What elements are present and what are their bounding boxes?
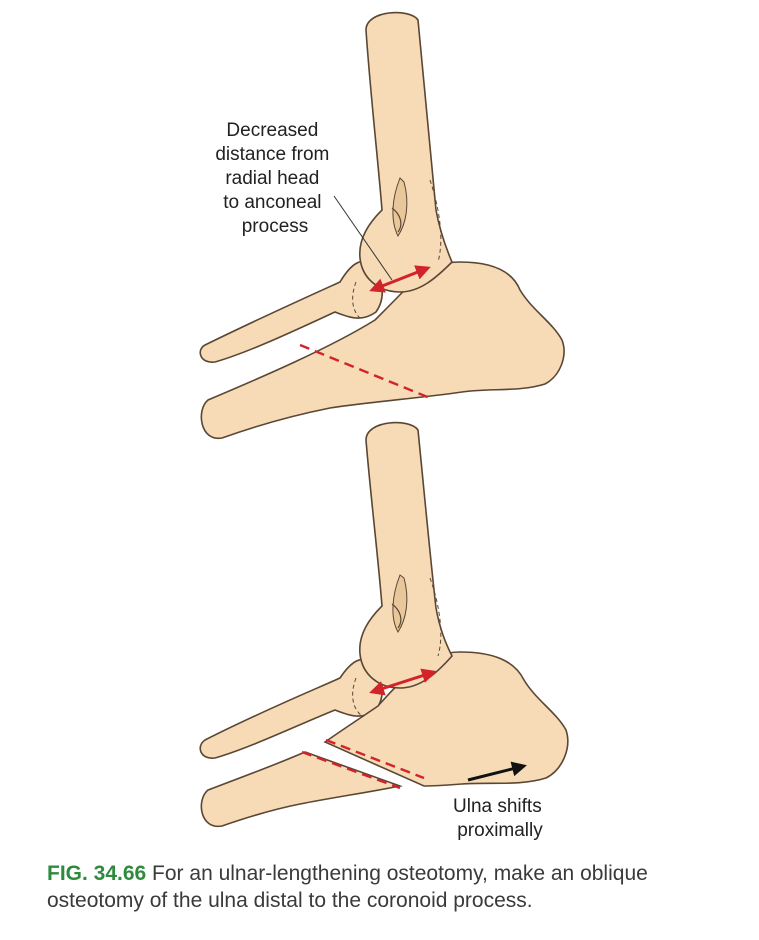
ulna-shift-arrow: [467, 761, 527, 782]
humerus-bone: [359, 11, 453, 293]
bottom-annotation-line: proximally: [457, 820, 543, 841]
decreased-distance-arrow: [369, 265, 431, 293]
top-annotation: Decreased distance from radial head to a…: [215, 120, 334, 237]
restored-distance-arrow: [369, 668, 437, 696]
ulna-bone: [200, 261, 565, 439]
top-annotation-line: radial head: [225, 168, 319, 189]
radius-bone: [199, 260, 383, 363]
bottom-annotation-line: Ulna shifts: [453, 796, 542, 817]
trochlea-notch: [391, 207, 402, 233]
figure-caption: FIG. 34.66 For an ulnar-lengthening oste…: [47, 860, 747, 914]
humerus-condyle-shade: [392, 574, 408, 633]
trochlea-notch: [391, 603, 402, 629]
top-annotation-line: Decreased: [226, 120, 318, 141]
planned-osteotomy-line: [299, 343, 431, 400]
humerus-condyle-shade: [392, 177, 408, 237]
condyle-hidden-contour: [429, 179, 442, 263]
top-annotation-line: to anconeal: [223, 192, 321, 213]
bottom-annotation: Ulna shifts proximally: [453, 796, 547, 841]
top-annotation-line: process: [242, 216, 309, 237]
figure-label: FIG. 34.66: [47, 862, 147, 885]
elbow-osteotomy-illustration: Decreased distance from radial head to a…: [199, 11, 569, 841]
humerus-bone: [359, 421, 453, 689]
ulna-distal-fragment: [200, 751, 403, 827]
radial-head-hidden-contour: [352, 281, 363, 321]
condyle-hidden-contour: [429, 577, 442, 657]
annotation-leader-line: [333, 195, 393, 281]
top-annotation-line: distance from: [215, 144, 329, 165]
radial-head-hidden-contour: [352, 677, 363, 717]
elbow-after-osteotomy: Ulna shifts proximally: [199, 421, 569, 841]
elbow-before-osteotomy: Decreased distance from radial head to a…: [199, 11, 565, 439]
figure-caption-text: For an ulnar-lengthening osteotomy, make…: [47, 862, 648, 912]
osteotomy-cut-line-proximal: [325, 738, 425, 780]
osteotomy-cut-line-distal: [301, 750, 401, 790]
